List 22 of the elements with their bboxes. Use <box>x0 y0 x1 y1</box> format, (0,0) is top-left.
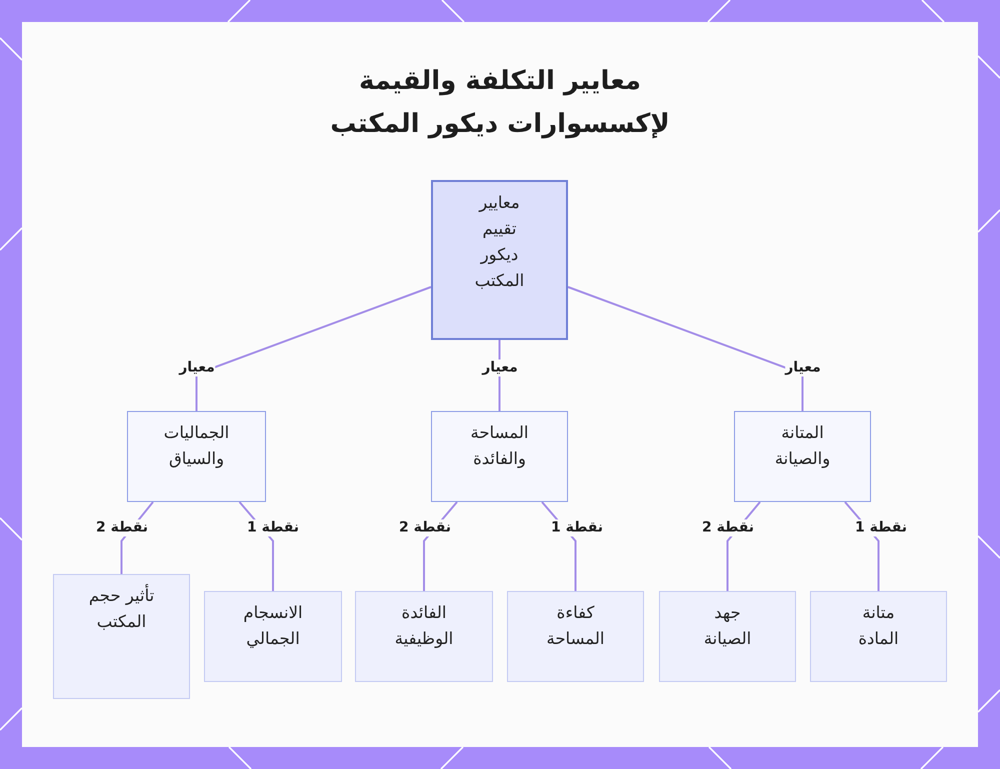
title: معايير التكلفة والقيمة لإكسسوارات ديكور المكتب <box>329 65 671 141</box>
edge-label: نقطة 2 <box>398 520 452 536</box>
root-box: معايير تقييم ديكور المكتب <box>431 180 568 340</box>
edge-label: نقطة 1 <box>246 520 300 536</box>
item-box: الفائدة الوظيفية <box>355 591 493 682</box>
item-box: متانة المادة <box>810 591 947 682</box>
category-box: المتانة والصيانة <box>734 411 871 502</box>
edge-label: نقطة 2 <box>702 520 754 536</box>
edge-label: نقطة 2 <box>96 520 148 536</box>
connector-line <box>196 286 432 411</box>
edge-label: معيار <box>785 360 821 376</box>
edge-label: نقطة 1 <box>550 520 604 536</box>
category-box: المساحة والفائدة <box>431 411 568 502</box>
item-box: تأثير حجم المكتب <box>53 574 190 699</box>
connector-line <box>568 286 804 411</box>
item-box: جهد الصيانة <box>659 591 796 682</box>
edge-label: معيار <box>179 360 215 376</box>
item-box: كفاءة المساحة <box>507 591 644 682</box>
category-box: الجماليات والسياق <box>127 411 266 502</box>
item-box: الانسجام الجمالي <box>204 591 342 682</box>
edge-label: نقطة 1 <box>854 520 908 536</box>
edge-label: معيار <box>482 360 518 376</box>
